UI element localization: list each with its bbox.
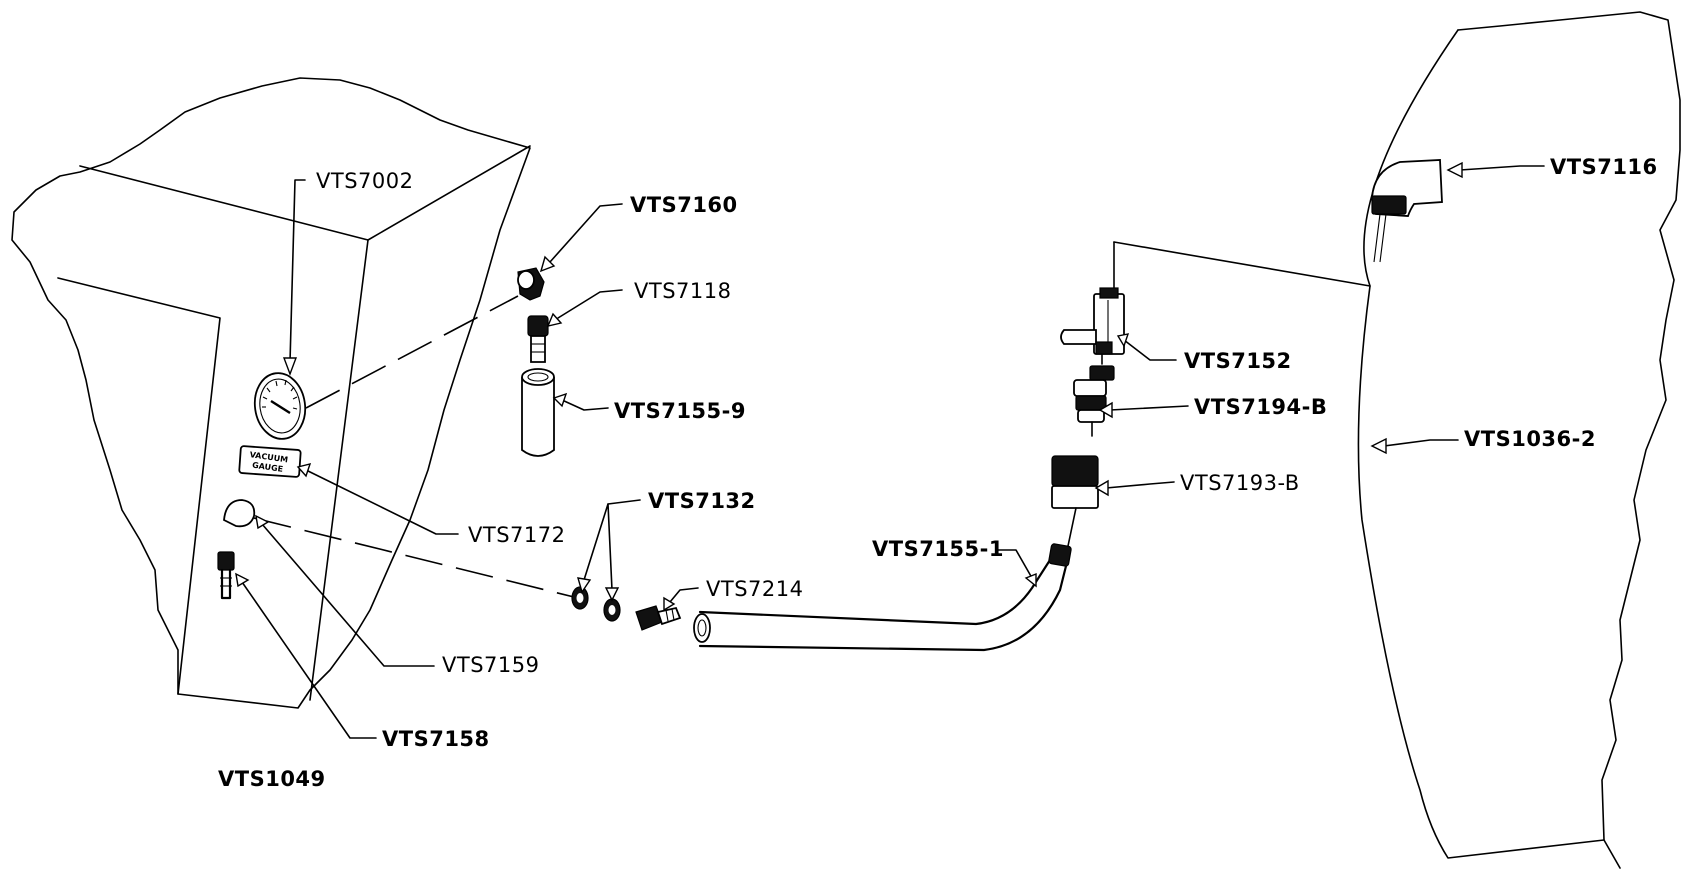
hose-vts7155-1 (693, 543, 1072, 652)
elbow-fitting-vts7160 (517, 267, 545, 301)
label-vts7158: VTS7158 (382, 727, 490, 751)
leader-lines (235, 161, 1545, 739)
label-vts7214: VTS7214 (706, 577, 803, 601)
vacuum-gauge-plate: VACUUM GAUGE (238, 445, 302, 478)
port-cap (223, 499, 256, 528)
label-vts7172: VTS7172 (468, 523, 565, 547)
label-vts7132: VTS7132 (648, 489, 756, 513)
port-connection-dash (253, 517, 579, 599)
plate-text-line2: GAUGE (252, 461, 284, 474)
label-vts7116: VTS7116 (1550, 155, 1658, 179)
label-vts7118: VTS7118 (634, 279, 731, 303)
barb-fitting-vts7158 (217, 551, 235, 600)
label-vts7159: VTS7159 (442, 653, 539, 677)
fitting-vts7214 (635, 605, 682, 631)
label-vts7155-9: VTS7155-9 (614, 399, 746, 423)
label-vts7152: VTS7152 (1184, 349, 1292, 373)
cabinet-body (11, 77, 531, 709)
label-vts1036-2: VTS1036-2 (1464, 427, 1596, 451)
tee-fitting-vts7152 (1060, 241, 1371, 365)
label-vts7160: VTS7160 (630, 193, 738, 217)
label-vts7002: VTS7002 (316, 169, 413, 193)
coupler-vts7193-b (1051, 455, 1099, 547)
barb-fitting-vts7118 (527, 315, 549, 363)
vacuum-gauge (253, 372, 307, 440)
gauge-connection-dash (305, 295, 519, 409)
elbow-fitting-vts7116 (1371, 159, 1443, 263)
tube-vts7155-9 (521, 368, 555, 457)
o-rings-vts7132 (571, 586, 621, 622)
label-vts7193-b: VTS7193-B (1180, 471, 1300, 495)
label-vts7155-1: VTS7155-1 (872, 537, 1004, 561)
fitting-vts7194-b (1073, 365, 1115, 437)
side-panel (1357, 11, 1681, 869)
label-vts7194-b: VTS7194-B (1194, 395, 1327, 419)
label-vts1049: VTS1049 (218, 767, 326, 791)
